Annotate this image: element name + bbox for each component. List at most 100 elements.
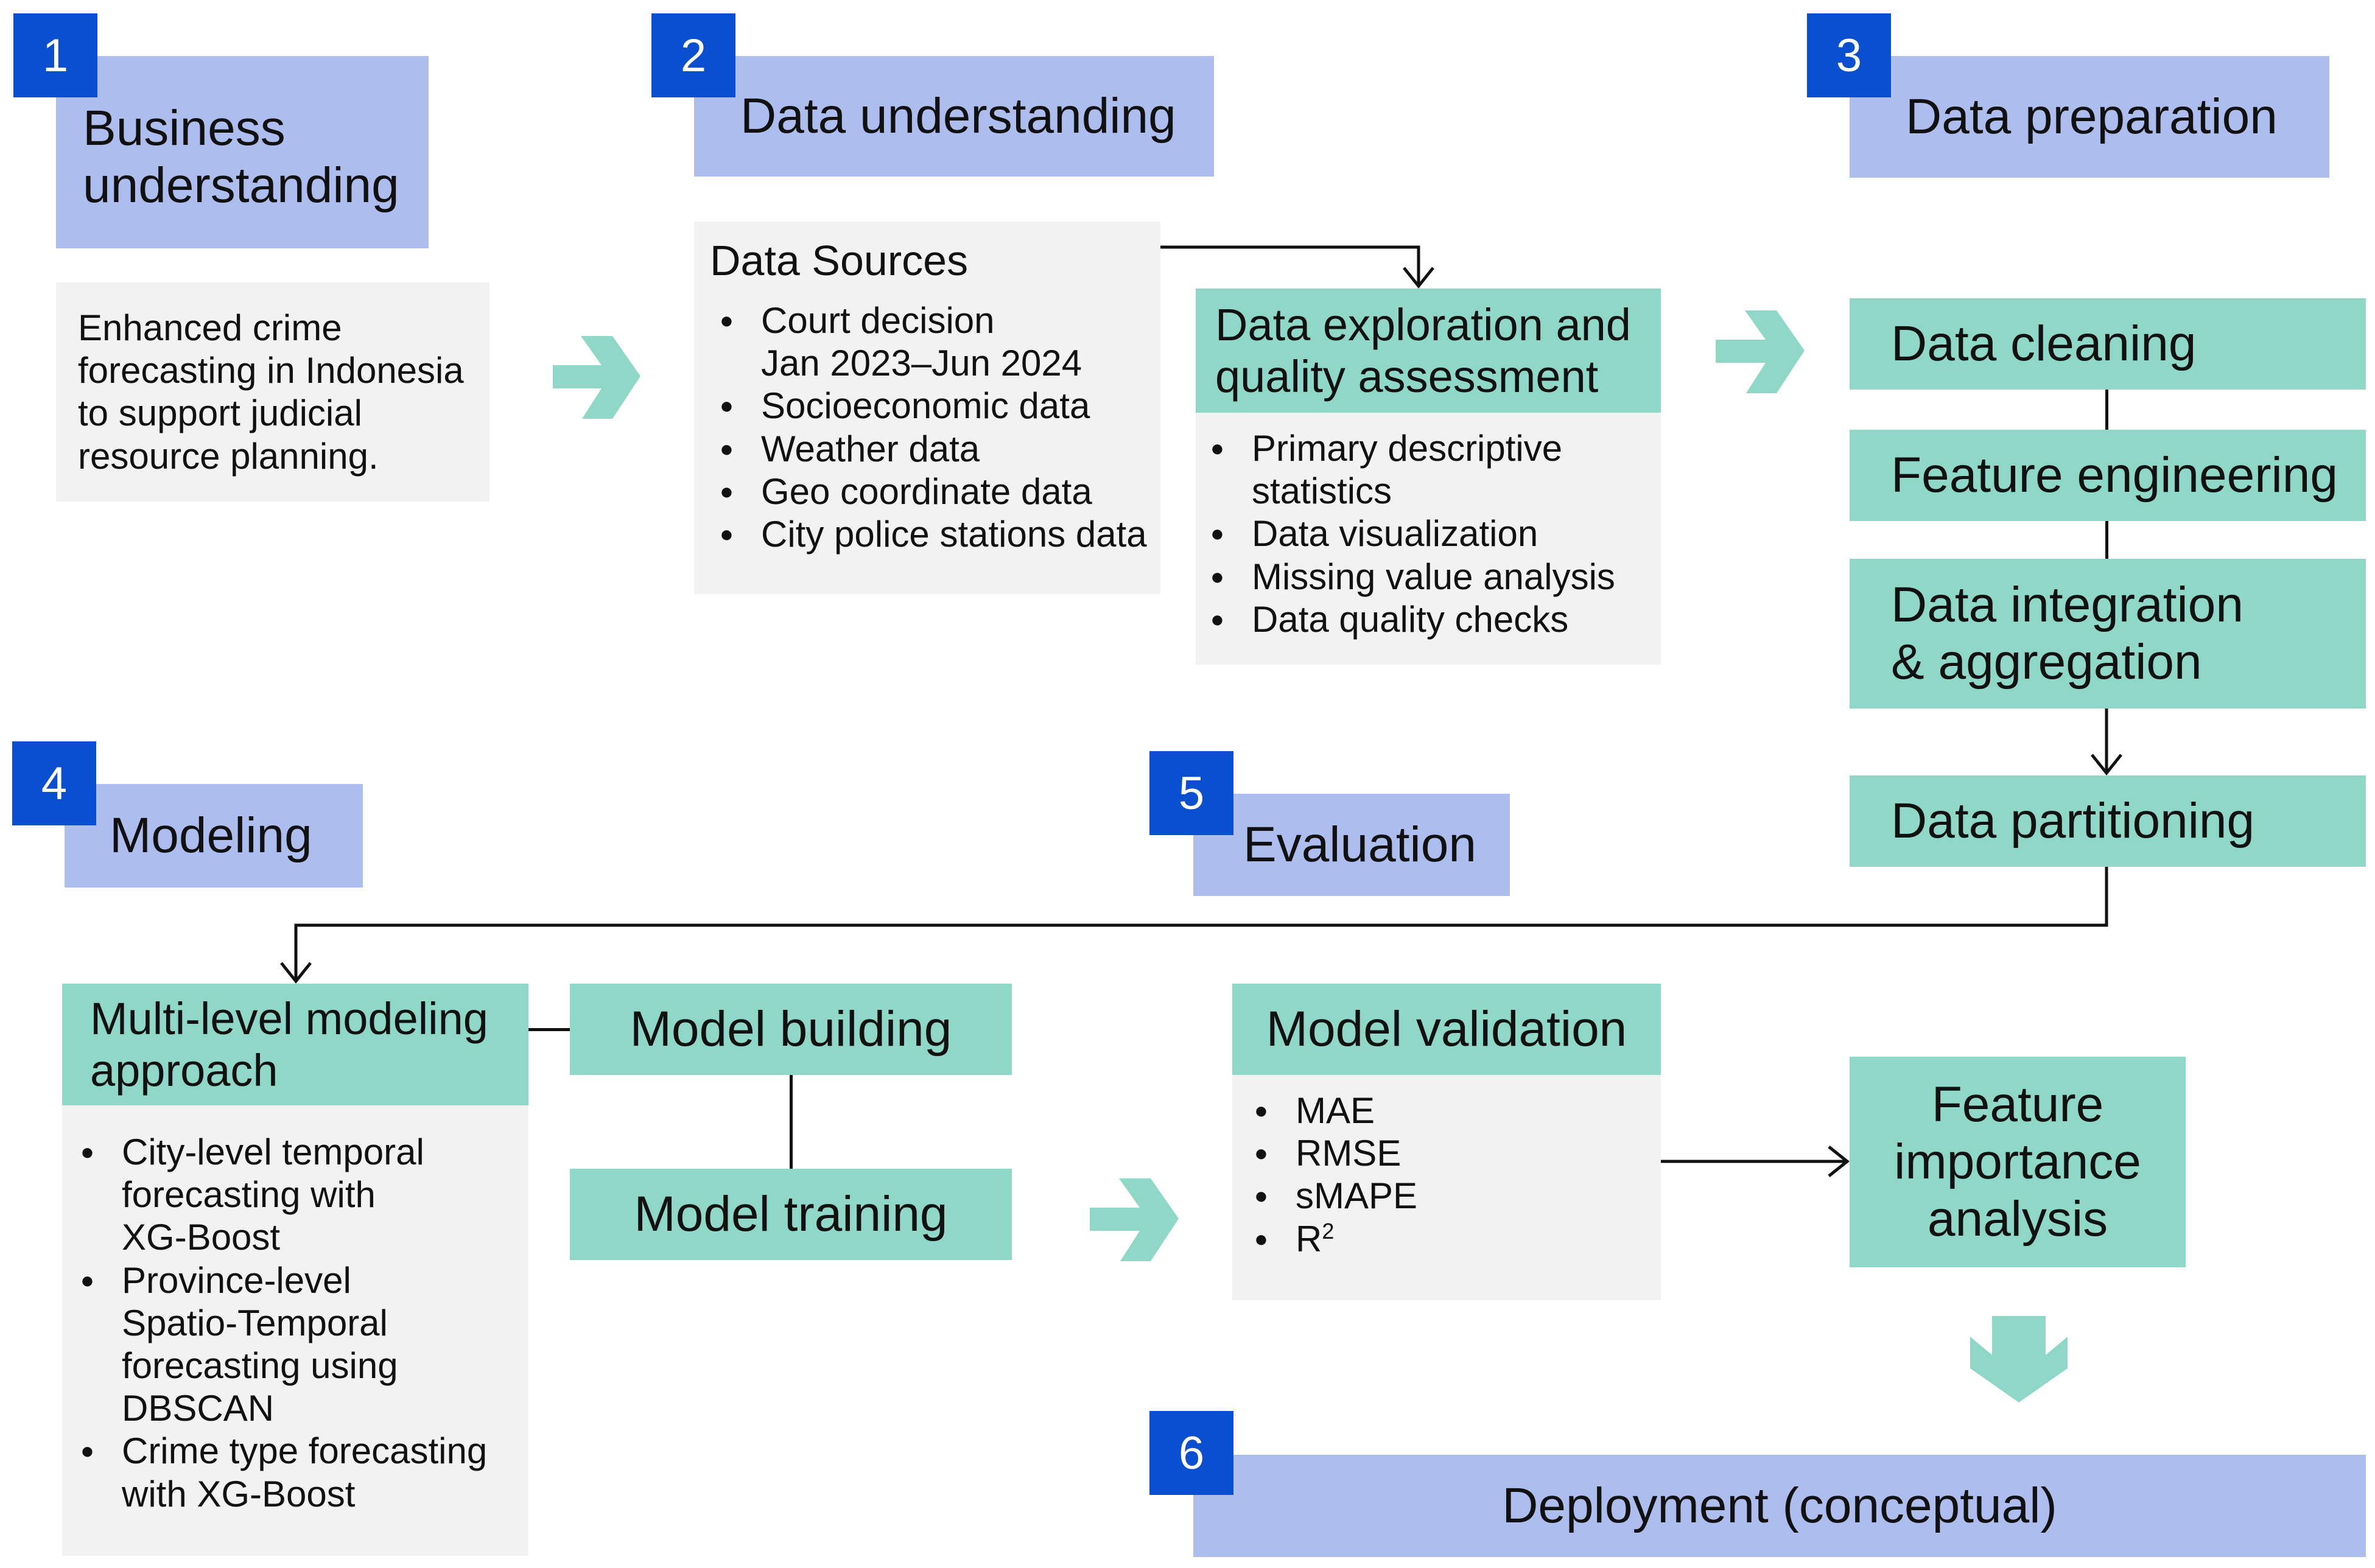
data-cleaning-box: Data cleaning	[1850, 298, 2366, 390]
approach-list: City-level temporal forecasting with XG-…	[67, 1131, 528, 1516]
list-item: RMSE	[1241, 1132, 1661, 1175]
phase2-title-box: Data understanding	[694, 56, 1214, 177]
data-integration-box: Data integration & aggregation	[1850, 559, 2366, 709]
list-item: Weather data	[706, 428, 1160, 471]
list-item: Crime type forecasting with XG-Boost	[67, 1430, 528, 1515]
list-item: Geo coordinate data	[706, 471, 1160, 513]
validation-detail-box: MAE RMSE sMAPE R2	[1232, 1075, 1661, 1300]
phase5-number-badge: 5	[1149, 751, 1233, 835]
metric-r-exponent: 2	[1322, 1218, 1335, 1244]
phase3-title-box: Data preparation	[1850, 56, 2329, 178]
phase5-title: Evaluation	[1243, 816, 1476, 872]
phase4-title: Modeling	[110, 807, 312, 863]
phase3-title: Data preparation	[1906, 88, 2278, 144]
list-item: City-level temporal forecasting with XG-…	[67, 1131, 528, 1259]
feature-importance-line-2: importance	[1894, 1133, 2141, 1189]
arrowhead-down-partitioning	[2091, 754, 2122, 776]
list-item: Socioeconomic data	[706, 385, 1160, 427]
exploration-item-4: Data quality checks	[1252, 598, 1569, 640]
model-building-box: Model building	[570, 984, 1012, 1075]
metric-smape: sMAPE	[1296, 1175, 1418, 1217]
exploration-item-3: Missing value analysis	[1252, 556, 1615, 597]
connector-feature-to-integration	[2105, 521, 2108, 559]
list-item: Province-level Spatio-Temporal forecasti…	[67, 1259, 528, 1430]
phase1-detail-line-2: forecasting in Indonesia	[78, 350, 464, 391]
feature-engineering-box: Feature engineering	[1850, 430, 2366, 521]
list-item: Data visualization	[1197, 513, 1661, 555]
list-item: sMAPE	[1241, 1175, 1661, 1217]
connector-partitioning-to-approach	[294, 867, 2108, 981]
metric-r-base: R	[1296, 1218, 1322, 1259]
source-4: Geo coordinate data	[761, 471, 1092, 512]
source-5: City police stations data	[761, 513, 1147, 555]
feature-importance-box: Feature importance analysis	[1850, 1057, 2186, 1267]
connector-sources-to-exploration	[1160, 245, 1420, 286]
phase1-number-badge: 1	[13, 13, 97, 97]
list-item: Court decision Jan 2023–Jun 2024	[706, 299, 1160, 385]
metric-mae: MAE	[1296, 1090, 1375, 1131]
approach-item-1-line-3: XG-Boost	[122, 1217, 281, 1258]
connector-building-to-training	[790, 1075, 793, 1169]
arrowhead-down-exploration	[1403, 267, 1434, 289]
list-item: Data quality checks	[1197, 598, 1661, 641]
approach-detail-box: City-level temporal forecasting with XG-…	[62, 1105, 528, 1556]
phase2-number-badge: 2	[651, 13, 735, 97]
phase2-title: Data understanding	[740, 88, 1176, 144]
phase3-number-badge: 3	[1807, 13, 1891, 97]
phase4-title-box: Modeling	[65, 784, 363, 887]
phase1-title-box: Business understanding	[56, 56, 429, 248]
exploration-detail-box: Primary descriptive statistics Data visu…	[1196, 413, 1661, 665]
exploration-item-1-line-1: Primary descriptive	[1252, 428, 1563, 469]
list-item: Missing value analysis	[1197, 556, 1661, 598]
approach-item-1-line-1: City-level temporal	[122, 1132, 424, 1172]
approach-item-3-line-1: Crime type forecasting	[122, 1430, 488, 1472]
model-building-label: Model building	[630, 1001, 952, 1057]
data-partitioning-label: Data partitioning	[1891, 793, 2255, 849]
source-1-line-2: Jan 2023–Jun 2024	[761, 343, 1082, 384]
metric-rmse: RMSE	[1296, 1133, 1401, 1174]
model-training-label: Model training	[634, 1186, 948, 1242]
phase1-title-line-2: understanding	[83, 158, 399, 213]
list-item: Primary descriptive statistics	[1197, 427, 1661, 513]
data-exploration-box: Data exploration and quality assessment	[1196, 289, 1661, 413]
integration-line-2: & aggregation	[1891, 634, 2202, 690]
phase1-detail-box: Enhanced crime forecasting in Indonesia …	[56, 282, 489, 502]
approach-item-2-line-1: Province-level	[122, 1259, 351, 1301]
multi-level-approach-box: Multi-level modeling approach	[62, 984, 528, 1105]
data-sources-box: Data Sources Court decision Jan 2023–Jun…	[694, 222, 1160, 594]
phase1-detail-line-1: Enhanced crime	[78, 307, 342, 348]
metrics-list: MAE RMSE sMAPE R2	[1241, 1090, 1661, 1261]
data-sources-heading: Data Sources	[710, 237, 969, 284]
exploration-item-2: Data visualization	[1252, 513, 1538, 555]
phase6-title: Deployment (conceptual)	[1502, 1477, 2057, 1533]
approach-item-1-line-2: forecasting with	[122, 1174, 376, 1216]
data-cleaning-label: Data cleaning	[1891, 315, 2197, 371]
chevron-down-icon	[1970, 1316, 2068, 1402]
arrowhead-down-approach	[280, 962, 312, 984]
integration-line-1: Data integration	[1891, 576, 2243, 632]
phase4-number-badge: 4	[12, 741, 96, 825]
phase6-title-box: Deployment (conceptual)	[1193, 1455, 2366, 1557]
list-item: R2	[1241, 1218, 1661, 1261]
exploration-title-line-2: quality assessment	[1215, 351, 1599, 402]
approach-item-2-line-3: forecasting using	[122, 1345, 398, 1386]
phase1-title-line-1: Business	[83, 100, 286, 156]
model-training-box: Model training	[570, 1169, 1012, 1260]
chevron-right-icon-1	[553, 336, 640, 419]
model-validation-label: Model validation	[1266, 1001, 1627, 1057]
approach-item-2-line-4: DBSCAN	[122, 1388, 275, 1429]
phase5-title-box: Evaluation	[1193, 794, 1510, 896]
exploration-title-line-1: Data exploration and	[1215, 299, 1631, 350]
list-item: MAE	[1241, 1090, 1661, 1132]
approach-title-line-1: Multi-level modeling	[90, 993, 488, 1044]
phase1-detail-line-3: to support judicial	[78, 393, 362, 434]
data-sources-list: Court decision Jan 2023–Jun 2024 Socioec…	[706, 299, 1160, 556]
chevron-right-icon-3	[1090, 1178, 1179, 1261]
feature-engineering-label: Feature engineering	[1891, 447, 2338, 503]
connector-approach-to-building	[528, 1028, 570, 1031]
data-partitioning-box: Data partitioning	[1850, 775, 2366, 867]
metric-r-squared: R2	[1296, 1218, 1661, 1261]
feature-importance-line-3: analysis	[1927, 1191, 2108, 1247]
chevron-right-icon-2	[1716, 310, 1805, 393]
approach-item-2-line-2: Spatio-Temporal	[122, 1302, 388, 1343]
